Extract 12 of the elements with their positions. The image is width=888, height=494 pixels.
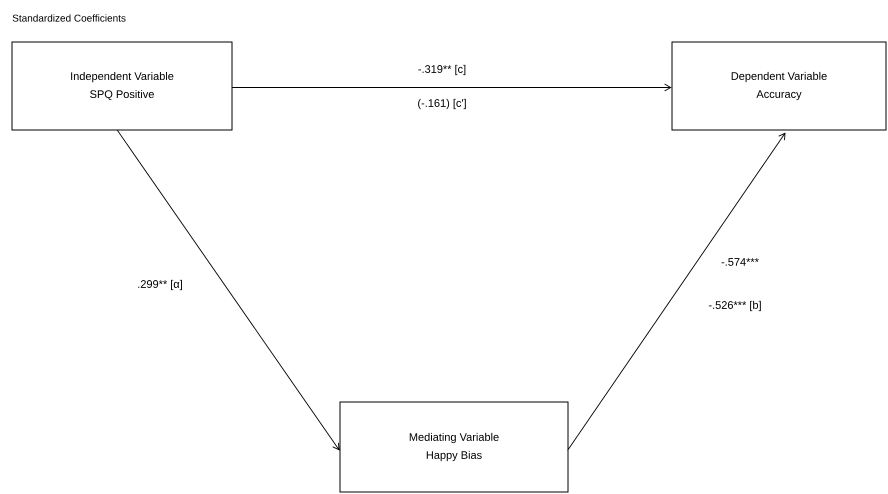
arrow	[567, 132, 786, 451]
arrow	[117, 130, 340, 450]
title: Standardized Coefficients	[12, 14, 126, 22]
coefficient-label: (-.161) [c']	[416, 98, 468, 110]
variable-box: Mediating Variable Happy Bias	[340, 402, 568, 492]
edge-label: -.574***	[720, 257, 760, 267]
edge-label: .299** [α]	[136, 278, 184, 292]
variable-box: Dependent Variable Accuracy	[672, 42, 886, 130]
coefficient-label: -.526*** [b]	[707, 300, 763, 312]
edge-label: -.319** [c]	[416, 64, 468, 76]
variable-box: Independent Variable SPQ Positive	[12, 42, 232, 130]
arrow	[231, 84, 672, 92]
